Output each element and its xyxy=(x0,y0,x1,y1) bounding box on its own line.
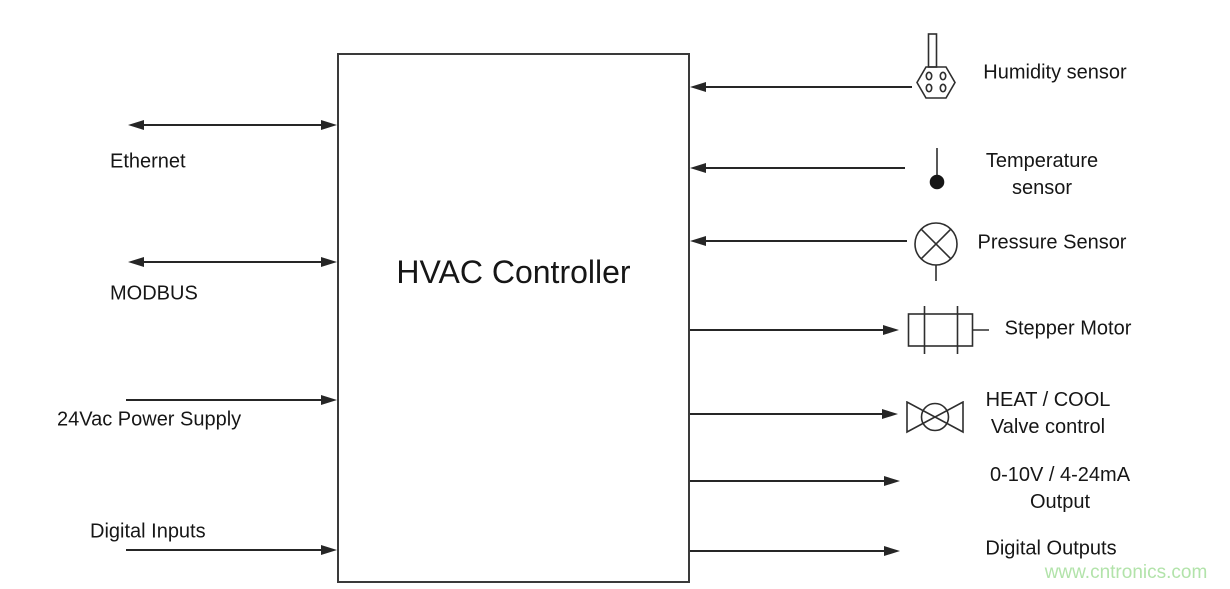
label-line: sensor xyxy=(1011,177,1073,199)
arrow-line xyxy=(690,550,886,552)
label-line: Valve control xyxy=(990,416,1106,438)
arrowhead-left-icon xyxy=(690,236,706,246)
label-line: 0-10V / 4-24mA xyxy=(989,464,1131,486)
arrowhead-right-icon xyxy=(321,120,337,130)
arrowhead-left-icon xyxy=(128,257,144,267)
arrowhead-left-icon xyxy=(690,163,706,173)
arrowhead-left-icon xyxy=(128,120,144,130)
arrowhead-right-icon xyxy=(883,325,899,335)
arrowhead-right-icon xyxy=(321,545,337,555)
arrowhead-left-icon xyxy=(690,82,706,92)
arrow-line xyxy=(704,167,905,169)
label-line: HEAT / COOL xyxy=(985,389,1111,411)
arrow-line xyxy=(704,240,907,242)
valve-icon xyxy=(905,401,967,435)
label-digital-inputs: Digital Inputs xyxy=(90,520,206,543)
arrowhead-right-icon xyxy=(321,257,337,267)
label-line: Output xyxy=(1029,491,1091,513)
arrow-line xyxy=(140,124,326,126)
label-digital-outputs: Digital Outputs xyxy=(985,537,1117,560)
arrowhead-right-icon xyxy=(882,409,898,419)
arrow-line xyxy=(690,329,885,331)
label-valve-control: HEAT / COOL Valve control xyxy=(986,387,1111,441)
arrow-line xyxy=(690,480,886,482)
arrow-line xyxy=(140,261,326,263)
label-pressure-sensor: Pressure Sensor xyxy=(977,231,1127,254)
arrowhead-right-icon xyxy=(321,395,337,405)
arrow-line xyxy=(126,549,326,551)
arrowhead-right-icon xyxy=(884,546,900,556)
hvac-controller-box xyxy=(337,53,690,583)
label-humidity-sensor: Humidity sensor xyxy=(983,61,1127,84)
label-temperature-sensor: Temperature sensor xyxy=(986,148,1098,202)
stepper-motor-icon xyxy=(906,303,992,355)
humidity-sensor-icon xyxy=(914,33,958,99)
arrow-line xyxy=(126,399,326,401)
label-analog-output: 0-10V / 4-24mA Output xyxy=(990,462,1130,516)
label-stepper-motor: Stepper Motor xyxy=(1004,317,1132,340)
pressure-sensor-icon xyxy=(913,221,959,283)
arrow-line xyxy=(690,413,884,415)
watermark: www.cntronics.com xyxy=(1044,562,1208,583)
arrow-line xyxy=(704,86,912,88)
label-modbus: MODBUS xyxy=(110,282,198,305)
label-power-supply: 24Vac Power Supply xyxy=(57,408,242,431)
arrowhead-right-icon xyxy=(884,476,900,486)
label-ethernet: Ethernet xyxy=(110,150,186,173)
temperature-sensor-icon xyxy=(928,144,946,190)
label-line: Temperature xyxy=(985,150,1099,172)
hvac-controller-title: HVAC Controller xyxy=(396,254,631,290)
